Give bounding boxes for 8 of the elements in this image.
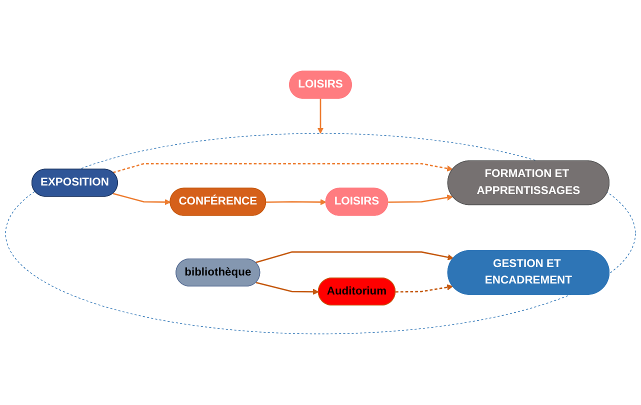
arrow bbox=[317, 98, 324, 134]
arrow bbox=[388, 194, 453, 203]
arrow bbox=[256, 282, 319, 295]
arrow bbox=[396, 284, 453, 293]
arrow bbox=[112, 162, 453, 174]
arrow bbox=[255, 251, 454, 264]
arrow bbox=[112, 192, 171, 206]
arrow bbox=[266, 199, 326, 206]
